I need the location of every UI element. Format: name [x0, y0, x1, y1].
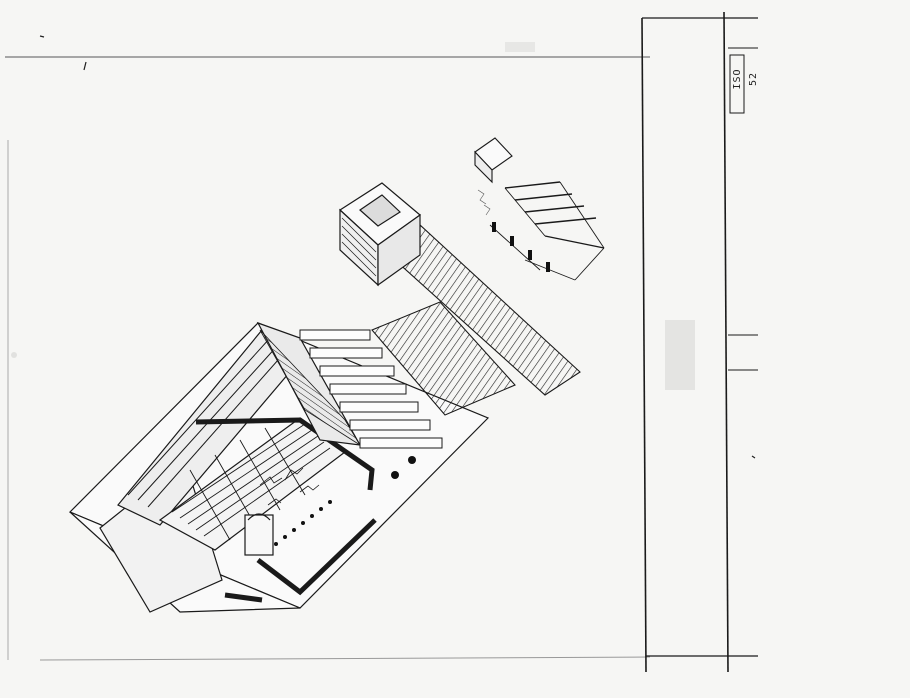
colonnade-walk [474, 137, 605, 281]
gatehouse [339, 182, 421, 287]
sheet-frame [5, 11, 758, 673]
paper-smudges [11, 42, 695, 390]
sheet-number-label: ISO 52 [732, 68, 759, 90]
stray-ink-marks [39, 35, 756, 459]
church-building [68, 321, 490, 613]
